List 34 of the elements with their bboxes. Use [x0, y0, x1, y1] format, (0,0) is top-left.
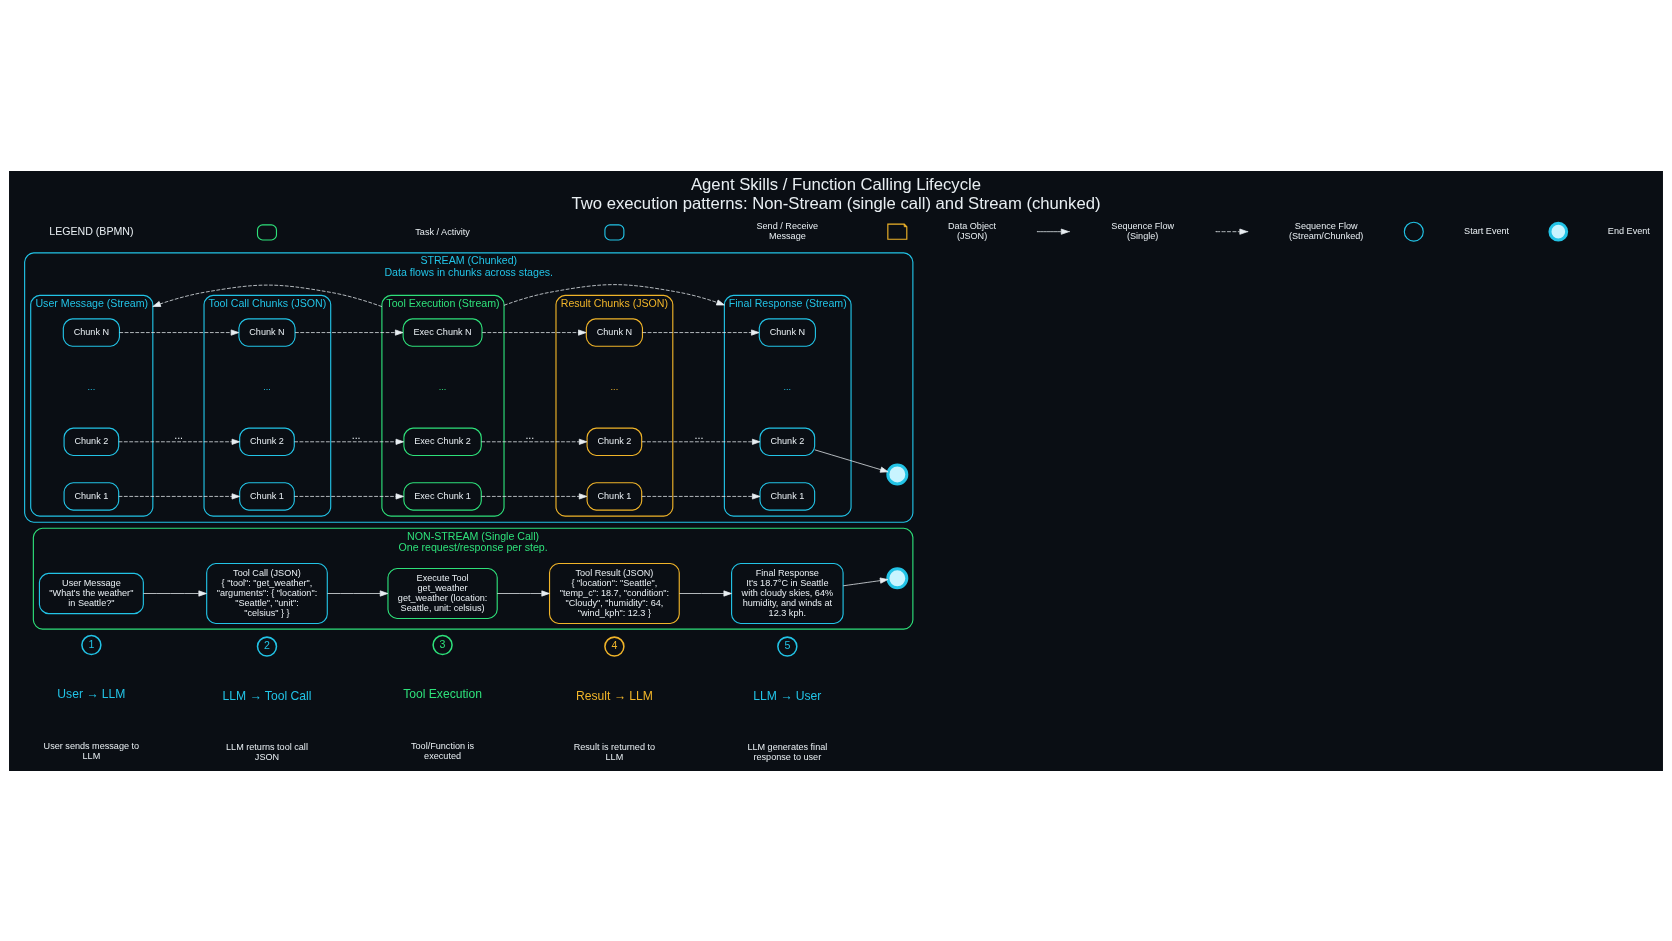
label: LLM returns tool call JSON — [226, 741, 308, 762]
label: LLM → Tool Call — [222, 688, 312, 703]
legend-label: Sequence Flow (Stream/Chunked) — [1289, 220, 1364, 241]
label: 2 — [264, 638, 270, 651]
edge-label: ... — [174, 428, 184, 441]
label: User sends message to LLM — [43, 740, 140, 761]
label: 1 — [88, 637, 95, 650]
label: ... — [263, 381, 271, 392]
label: LLM → User — [753, 688, 822, 703]
label: Result is returned to LLM — [573, 741, 656, 762]
legend-label: Send / Receive Message — [756, 220, 819, 241]
label: ... — [87, 381, 96, 392]
label: 3 — [439, 637, 446, 650]
label: ... — [438, 381, 447, 392]
label: Tool/Function is executed — [410, 740, 475, 761]
label: ... — [610, 381, 619, 392]
label: 5 — [784, 638, 791, 651]
label: Tool Execution — [403, 686, 483, 701]
edge-label: ... — [351, 428, 361, 441]
edge-label: ... — [525, 428, 535, 441]
legend-label: Sequence Flow (Single) — [1111, 220, 1175, 241]
legend-label: Data Object (JSON) — [948, 220, 997, 241]
label: 4 — [611, 638, 618, 651]
label: ... — [783, 381, 792, 392]
label: User → LLM — [57, 686, 126, 701]
edge-label: ... — [694, 428, 704, 441]
label: LEGEND (BPMN) — [49, 224, 134, 237]
label: LLM generates final response to user — [747, 741, 828, 762]
legend-label: Start Event — [1464, 225, 1510, 236]
caption: Two execution patterns: Non-Stream (single call) and Stream (chunked) — [571, 193, 1101, 213]
label: Result → LLM — [575, 688, 653, 703]
legend-label: Task / Activity — [415, 226, 470, 237]
legend-label: End Event — [1607, 225, 1650, 236]
diagram-title: Agent Skills / Function Calling Lifecycle — [690, 174, 982, 194]
